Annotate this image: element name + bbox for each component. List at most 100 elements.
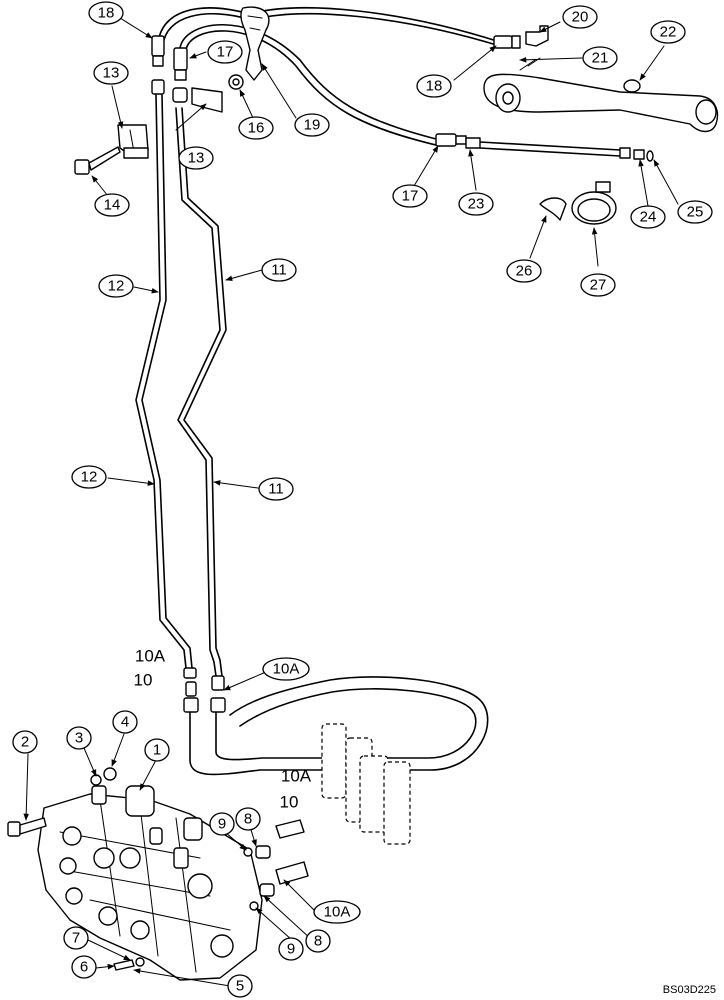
callout-13-upper: 13 [93,61,129,85]
callout-text: 24 [640,209,657,226]
hose-upper [157,7,501,47]
control-valve-1 [37,785,263,981]
tube-11 [175,107,227,677]
bolt-5-6-7 [113,957,145,971]
callout-26: 26 [506,259,542,283]
callout-text: 12 [108,278,125,295]
callout-text: 10A [273,661,300,678]
clamp-13-upper [117,124,149,159]
callout-13-lower: 13 [178,146,214,170]
bolt-14 [74,146,121,175]
callout-24: 24 [630,205,666,229]
elbow-20 [525,25,549,47]
callout-8-upper: 8 [235,807,261,831]
callout-23: 23 [458,192,494,216]
callout-12-lower: 12 [71,465,107,489]
label-10a-top: 10A [135,647,166,666]
callout-10a-lower: 10A [313,900,361,924]
guard-26 [539,197,567,221]
callout-text: 1 [153,742,161,759]
clamp-27 [571,181,617,225]
callout-18-top: 18 [88,1,124,25]
callout-text: 13 [188,150,205,167]
callout-9-upper: 9 [209,812,235,836]
callout-text: 18 [98,5,115,22]
callout-text: 8 [314,933,322,950]
callout-2: 2 [12,730,38,754]
callout-7: 7 [63,926,89,950]
callout-18-right: 18 [416,74,452,98]
callout-17-top: 17 [207,40,243,64]
callout-8-lower: 8 [305,929,331,953]
callout-text: 10A [324,904,351,921]
fitting-10a-right [210,675,226,713]
hose-loop [189,676,489,776]
callout-text: 20 [572,9,589,26]
nut-16 [228,74,244,90]
callout-text: 4 [121,714,129,731]
nut-3-4 [90,767,117,786]
label-10a-mid: 10A [281,767,312,786]
callout-text: 26 [516,263,533,280]
callout-text: 22 [660,24,677,41]
callout-5: 5 [227,974,253,998]
callout-text: 2 [21,734,29,751]
callout-text: 19 [304,117,321,134]
fitting-10-mid [275,819,309,885]
callout-1: 1 [144,738,170,762]
hose-lower [179,24,441,147]
label-10-mid: 10 [280,793,299,812]
tube-12 [135,94,193,669]
callout-text: 5 [236,978,244,995]
bolt-2 [7,817,47,837]
callout-11-lower: 11 [258,477,294,501]
fitting-24-25 [633,149,654,162]
callout-text: 14 [104,197,121,214]
callout-text: 6 [80,959,88,976]
label-10-top: 10 [134,671,153,690]
callout-19: 19 [294,113,330,137]
callout-6: 6 [71,955,97,979]
callout-9-lower: 9 [278,937,304,961]
tube-23 [435,133,631,159]
callout-text: 27 [590,277,607,294]
callout-10a-upper: 10A [262,657,310,681]
callout-20: 20 [562,5,598,29]
callout-17-right: 17 [392,184,428,208]
fitting-17-top [172,47,188,103]
callout-text: 13 [103,65,120,82]
callout-27: 27 [580,273,616,297]
fitting-10a-left [183,667,199,713]
callout-text: 18 [426,78,443,95]
callout-16: 16 [238,116,274,140]
callout-4: 4 [112,710,138,734]
callout-text: 8 [244,811,252,828]
callout-text: 23 [468,196,485,213]
cylinder-22 [483,57,719,133]
callout-text: 3 [75,730,83,747]
callout-text: 9 [218,816,226,833]
callout-text: 25 [687,204,704,221]
drawing-code: BS03D225 [663,984,716,996]
callout-3: 3 [66,726,92,750]
callout-text: 17 [217,44,234,61]
callout-text: 7 [72,930,80,947]
callout-25: 25 [677,200,713,224]
callout-text: 9 [287,941,295,958]
fitting-18-right [493,35,521,49]
callout-11-upper: 11 [261,258,297,282]
callout-text: 16 [248,120,265,137]
valve-sections-dashed [321,723,411,845]
callout-text: 21 [592,50,609,67]
callout-text: 17 [402,188,419,205]
callout-text: 11 [271,262,287,279]
leader-lines [23,17,679,987]
fitting-18-top [151,35,165,95]
callout-21: 21 [582,46,618,70]
callout-text: 11 [268,481,284,498]
callout-12-upper: 12 [98,274,134,298]
clamp-13-lower [191,87,223,113]
callout-14: 14 [94,193,130,217]
callout-text: 12 [81,469,98,486]
